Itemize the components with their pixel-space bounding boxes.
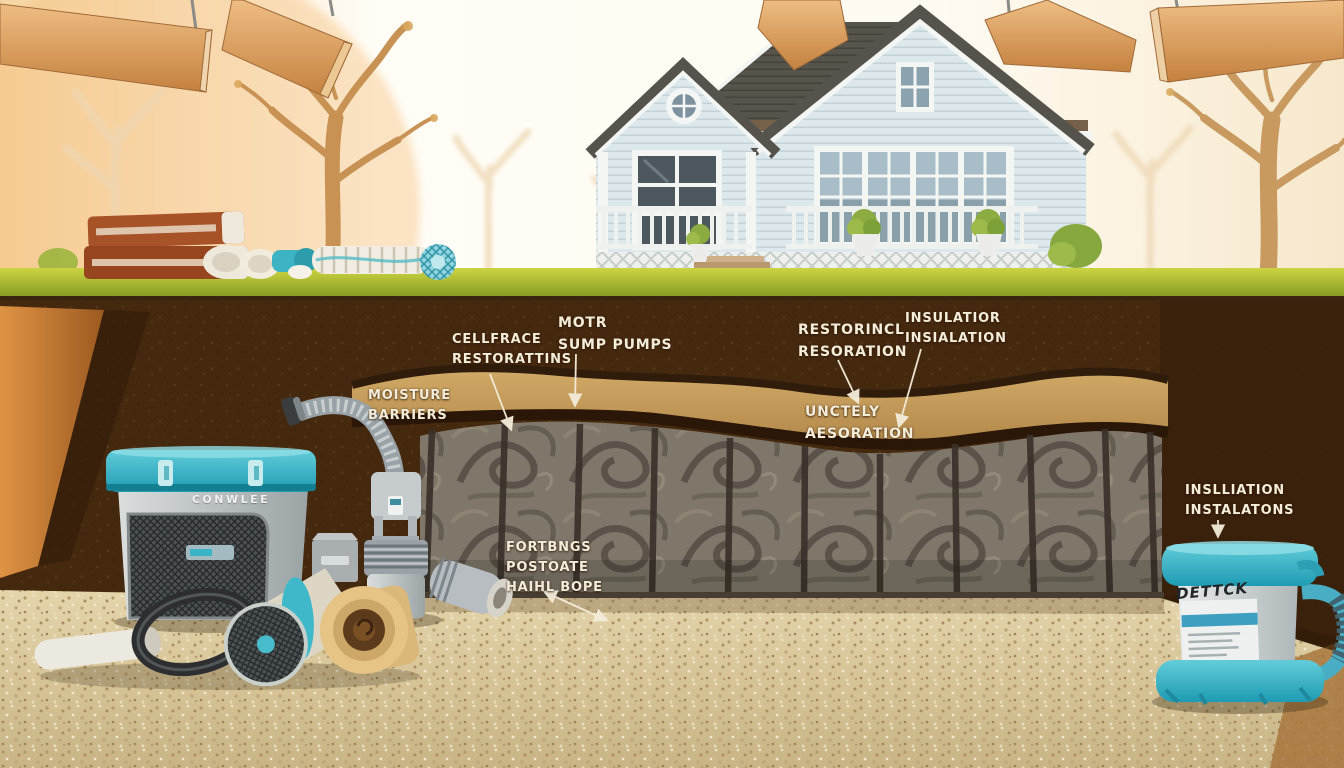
callout-insulation-installation: INSULATIOR INSIALATION — [905, 311, 1007, 347]
floor-tools — [34, 557, 513, 690]
beam — [757, 0, 849, 71]
jug-spout — [1296, 559, 1325, 578]
beam — [984, 0, 1137, 73]
membrane-rolls — [203, 245, 280, 279]
blower-fan-unit — [223, 568, 363, 687]
jug-lid — [1162, 544, 1318, 586]
corrugated-roll — [312, 244, 456, 280]
callout-insulation-installations: INSLLIATION INSTALATONS — [1185, 483, 1295, 519]
teal-fitting — [272, 248, 318, 279]
attic-window — [896, 62, 934, 112]
materials-on-grass — [84, 211, 456, 280]
jug-base — [1156, 660, 1324, 702]
callout-restoration: RESTORINCL RESORATION — [798, 322, 908, 360]
soil-left-lit-edge — [0, 306, 104, 578]
callout-moisture-barriers: MOISTURE BARRIERS — [368, 388, 451, 424]
jug-label — [1180, 598, 1260, 666]
pump-ribbed-basin — [364, 540, 428, 576]
planter-plants — [38, 209, 1102, 276]
floor-joist-beams — [0, 0, 1344, 99]
house — [38, 4, 1102, 276]
insulation-pack — [87, 211, 245, 249]
soil-layers — [351, 364, 1170, 451]
callout-leader-lines — [489, 348, 1226, 622]
callout-footings: FORTBNGS POSTOATE HAIHL BOPE — [506, 540, 603, 596]
handle-grip — [1328, 593, 1344, 664]
porch-skirt-lattice — [596, 252, 1088, 269]
callout-unctely-aesoration: UNCTELY AESORATION — [805, 404, 915, 442]
porch-step — [694, 262, 770, 269]
gable-main-roof-edge — [747, 4, 1095, 156]
callout-cellar-restorations: CELLFRACE RESTORATTINS — [452, 332, 572, 368]
tape-roll — [320, 585, 420, 674]
hanger-rods — [190, 0, 1181, 31]
hose-flange — [281, 396, 306, 426]
dehumidifier-grille — [126, 512, 270, 620]
porch-step — [700, 256, 764, 263]
beam — [221, 0, 353, 99]
dehumidifier-brand-text: CONWLEE — [191, 493, 271, 506]
gable-left-roof-edge — [585, 57, 781, 159]
sump-jug — [1152, 541, 1344, 714]
round-window — [666, 88, 702, 124]
gray-pipe-piece — [429, 557, 513, 618]
tree-right — [1169, 26, 1344, 285]
foundation-wall — [418, 420, 1164, 602]
callout-motor-sump-pumps: MOTR SUMP PUMPS — [558, 315, 673, 353]
